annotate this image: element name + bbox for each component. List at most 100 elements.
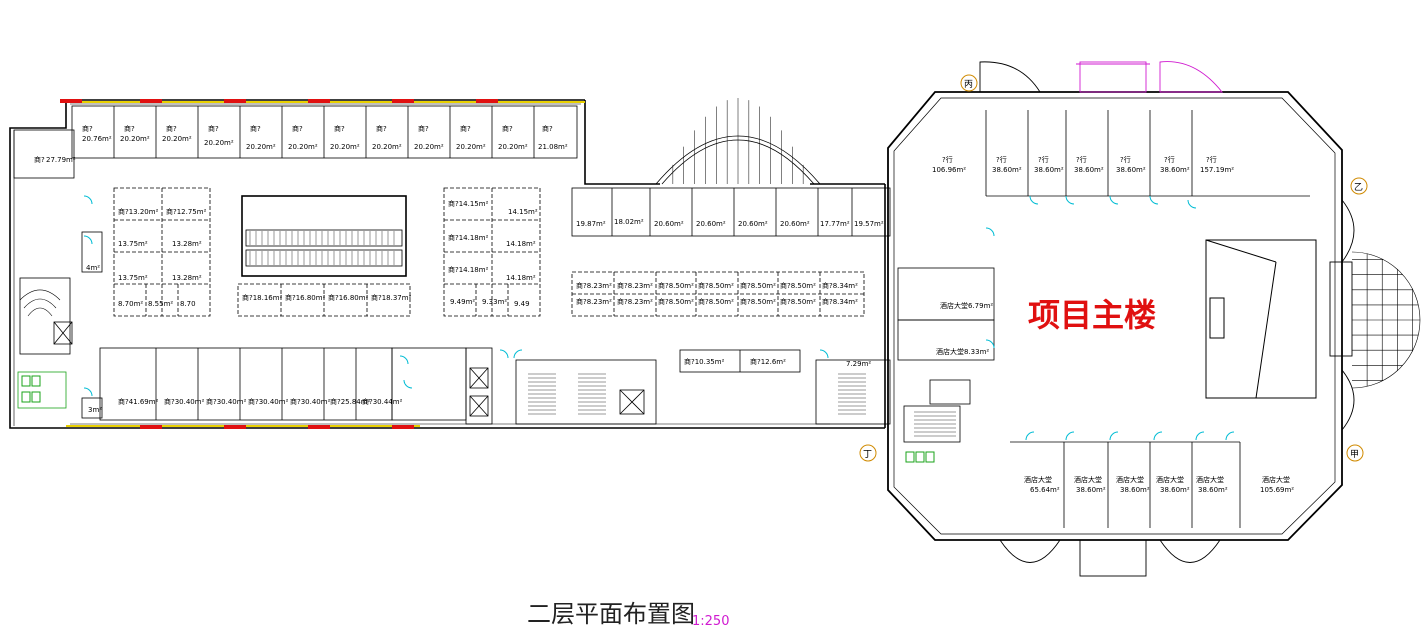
south-stair-treads — [528, 373, 956, 437]
west-end-rooms — [13, 129, 103, 419]
svg-text:157.19m²: 157.19m² — [1200, 166, 1234, 174]
svg-text:商?18.16m²: 商?18.16m² — [242, 293, 283, 302]
room-name: 商? — [334, 124, 345, 133]
north-room-row — [71, 105, 578, 159]
svg-text:商?12.6m²: 商?12.6m² — [750, 357, 786, 366]
svg-text:商?25.84m²: 商?25.84m² — [330, 397, 371, 406]
svg-text:20.60m²: 20.60m² — [780, 220, 810, 228]
room-area: 20.20m² — [204, 139, 234, 147]
svg-text:65.64m²: 65.64m² — [1030, 486, 1060, 494]
room-name: 商? — [418, 124, 429, 133]
svg-text:酒店大堂6.79m²: 酒店大堂6.79m² — [940, 301, 993, 310]
svg-text:19.57m²: 19.57m² — [854, 220, 884, 228]
svg-text:商?8.50m²: 商?8.50m² — [740, 297, 776, 306]
svg-text:9.33m²: 9.33m² — [482, 298, 507, 306]
shop-block-c-labels: 商?18.16m² 商?16.80m² 商?16.80m² 商?18.37m² — [242, 293, 412, 302]
north-room-labels: 商? 20.76m² 商? 20.20m² 商? 20.20m² 商? 20.2… — [82, 124, 568, 151]
svg-text:18.02m²: 18.02m² — [614, 218, 644, 226]
svg-text:商?12.75m²: 商?12.75m² — [166, 207, 207, 216]
svg-text:?行: ?行 — [942, 155, 953, 164]
east-glass-dome — [1351, 251, 1421, 389]
svg-text:38.60m²: 38.60m² — [1160, 486, 1190, 494]
svg-text:乙: 乙 — [1354, 182, 1363, 193]
svg-text:商?8.50m²: 商?8.50m² — [740, 281, 776, 290]
drawing-title: 二层平面布置图 — [527, 600, 695, 628]
main-north-rooms — [985, 110, 1310, 197]
main-west-labels: 酒店大堂6.79m² 酒店大堂8.33m² — [936, 301, 993, 356]
svg-text:商?8.34m²: 商?8.34m² — [822, 297, 858, 306]
mid-room-labels: 19.87m² 18.02m² 20.60m² 20.60m² 20.60m² … — [576, 218, 884, 228]
main-tower-walls — [887, 91, 1343, 541]
glass-dome-outline — [1351, 251, 1421, 389]
escalator-atrium — [241, 195, 407, 277]
room-area: 20.20m² — [498, 143, 528, 151]
axis-marker-bing: 丙 — [960, 74, 978, 92]
svg-text:38.60m²: 38.60m² — [1076, 486, 1106, 494]
shop-block-d — [571, 271, 865, 317]
svg-text:商?8.50m²: 商?8.50m² — [658, 281, 694, 290]
south-misc-labels: 商?10.35m² 商?12.6m² 7.29m² — [684, 357, 871, 368]
svg-text:38.60m²: 38.60m² — [1198, 486, 1228, 494]
connector-walls — [830, 184, 886, 429]
svg-text:商?8.23m²: 商?8.23m² — [617, 297, 653, 306]
svg-text:丙: 丙 — [964, 79, 973, 90]
room-area: 20.76m² — [82, 135, 112, 143]
svg-text:商?8.23m²: 商?8.23m² — [576, 281, 612, 290]
svg-text:商?8.50m²: 商?8.50m² — [780, 297, 816, 306]
svg-text:17.77m²: 17.77m² — [820, 220, 850, 228]
svg-text:酒店大堂: 酒店大堂 — [1196, 475, 1224, 484]
svg-text:20.60m²: 20.60m² — [654, 220, 684, 228]
svg-text:?行: ?行 — [1164, 155, 1175, 164]
room-area: 20.20m² — [372, 143, 402, 151]
escalator-treads — [249, 231, 395, 265]
room-area: 20.20m² — [120, 135, 150, 143]
room-name: 商? — [460, 124, 471, 133]
mid-room-row — [571, 187, 891, 237]
dome-ribs — [672, 98, 804, 184]
svg-text:商?14.18m²: 商?14.18m² — [448, 265, 489, 274]
building-label: 项目主楼 — [1028, 296, 1156, 334]
svg-text:商?18.37m²: 商?18.37m² — [371, 293, 412, 302]
svg-text:14.18m²: 14.18m² — [506, 240, 536, 248]
svg-text:8.70m²: 8.70m² — [118, 300, 143, 308]
svg-text:商?30.40m²: 商?30.40m² — [248, 397, 289, 406]
room-name: 商? — [82, 124, 93, 133]
svg-text:38.60m²: 38.60m² — [1116, 166, 1146, 174]
toilet-fixtures — [21, 375, 935, 463]
svg-text:9.49: 9.49 — [514, 300, 530, 308]
room-area: 21.08m² — [538, 143, 568, 151]
svg-text:丁: 丁 — [863, 450, 872, 460]
svg-text:商?30.40m²: 商?30.40m² — [164, 397, 205, 406]
svg-text:20.60m²: 20.60m² — [696, 220, 726, 228]
svg-text:商?8.34m²: 商?8.34m² — [822, 281, 858, 290]
small-area-label: 3m² — [88, 406, 102, 414]
svg-text:商?8.50m²: 商?8.50m² — [698, 281, 734, 290]
svg-text:商?16.80m²: 商?16.80m² — [285, 293, 326, 302]
svg-text:38.60m²: 38.60m² — [1120, 486, 1150, 494]
room-name: 商? — [376, 124, 387, 133]
svg-text:13.28m²: 13.28m² — [172, 274, 202, 282]
svg-text:商?30.40m²: 商?30.40m² — [290, 397, 331, 406]
window-marks — [60, 99, 585, 429]
room-area: 20.20m² — [162, 135, 192, 143]
svg-text:商?8.23m²: 商?8.23m² — [576, 297, 612, 306]
svg-text:106.96m²: 106.96m² — [932, 166, 966, 174]
svg-text:20.60m²: 20.60m² — [738, 220, 768, 228]
svg-text:商?8.50m²: 商?8.50m² — [698, 297, 734, 306]
room-name: 商? — [502, 124, 513, 133]
svg-text:酒店大堂8.33m²: 酒店大堂8.33m² — [936, 347, 989, 356]
room-area: 20.20m² — [414, 143, 444, 151]
axis-marker-yi: 乙 — [1350, 177, 1368, 195]
shop-block-a — [113, 187, 211, 317]
room-area: 20.20m² — [288, 143, 318, 151]
room-name: 商? — [292, 124, 303, 133]
svg-text:商?8.23m²: 商?8.23m² — [617, 281, 653, 290]
svg-text:105.69m²: 105.69m² — [1260, 486, 1294, 494]
svg-text:商?16.80m²: 商?16.80m² — [328, 293, 369, 302]
svg-text:14.18m²: 14.18m² — [506, 274, 536, 282]
svg-text:19.87m²: 19.87m² — [576, 220, 606, 228]
svg-text:?行: ?行 — [1206, 155, 1217, 164]
room-name: 商? — [542, 124, 553, 133]
svg-text:商?10.35m²: 商?10.35m² — [684, 357, 725, 366]
svg-text:13.28m²: 13.28m² — [172, 240, 202, 248]
